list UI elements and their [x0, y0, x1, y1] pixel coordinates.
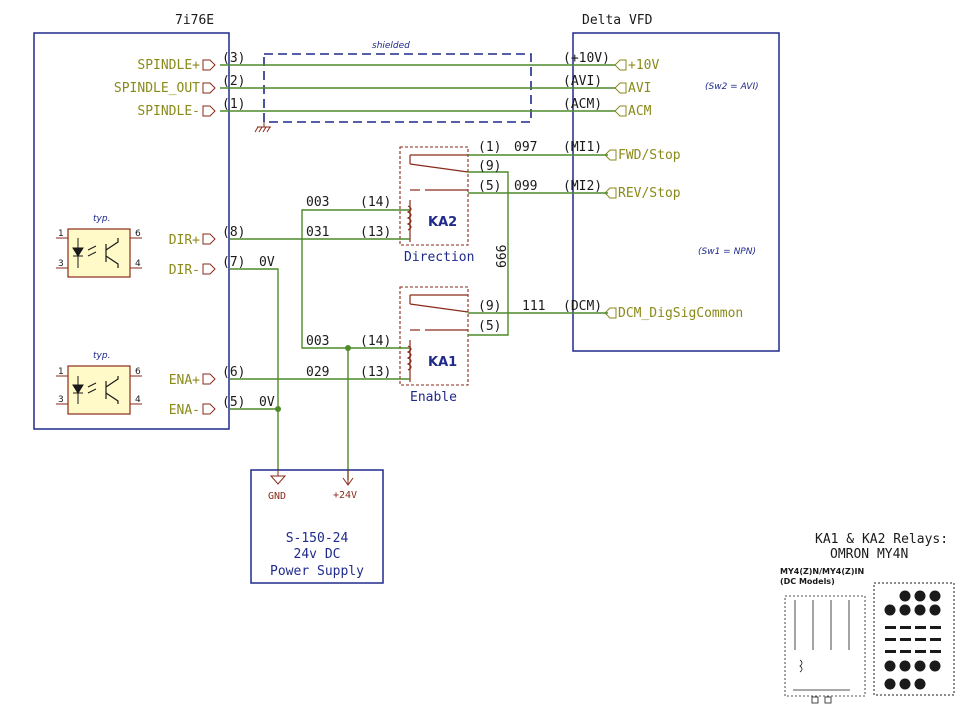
svg-text:(2): (2)	[222, 74, 245, 89]
svg-text:(5): (5)	[222, 395, 245, 410]
svg-text:(14): (14)	[360, 195, 391, 210]
svg-text:111: 111	[522, 299, 545, 314]
label-spindle-plus: SPINDLE+	[137, 58, 200, 73]
svg-text:0V: 0V	[259, 395, 275, 410]
vfd-note-sw2: (Sw2 = AVI)	[705, 82, 759, 92]
svg-text:(5): (5)	[478, 179, 501, 194]
svg-text:6: 6	[135, 367, 141, 377]
mesa-7i76e-box	[33, 32, 230, 430]
svg-text:031: 031	[306, 225, 329, 240]
relay-ka2-name: KA2	[428, 215, 457, 230]
net-labels: 097 099 003 031 003 029 111 666 0V 0V	[259, 140, 545, 410]
relay-ref-title-l1: KA1 & KA2 Relays:	[815, 532, 948, 547]
label-spindle-out: SPINDLE_OUT	[114, 81, 200, 96]
label-ena-minus: ENA-	[169, 403, 200, 418]
svg-text:(MI2): (MI2)	[563, 179, 602, 194]
relay-pin-numbers: (1) (9) (5) (14) (13) (9) (5) (14) (13)	[360, 140, 501, 380]
svg-text:3: 3	[58, 259, 64, 269]
svg-text:(3): (3)	[222, 51, 245, 66]
omron-model-l1: MY4(Z)N/MY4(Z)IN	[780, 567, 864, 576]
optocoupler-dir: typ. 1 3 6 4	[56, 214, 142, 278]
label-dir-minus: DIR-	[169, 263, 200, 278]
svg-text:1: 1	[58, 367, 64, 377]
relay-ka1: KA1 Enable	[399, 286, 469, 405]
svg-text:3: 3	[58, 395, 64, 405]
label-plus10v: +10V	[628, 58, 659, 73]
svg-text:(DCM): (DCM)	[563, 299, 602, 314]
svg-text:097: 097	[514, 140, 537, 155]
svg-text:(13): (13)	[360, 365, 391, 380]
psu-gnd-label: GND	[268, 491, 286, 502]
svg-text:typ.: typ.	[93, 351, 110, 361]
svg-text:(14): (14)	[360, 334, 391, 349]
relay-ka2-label: Direction	[404, 250, 474, 265]
relay-wiring	[229, 154, 608, 480]
label-dir-plus: DIR+	[169, 233, 200, 248]
vfd-right-labels: +10V AVI ACM FWD/Stop REV/Stop DCM_DigSi…	[604, 58, 743, 321]
svg-text:1: 1	[58, 229, 64, 239]
svg-text:666: 666	[495, 245, 510, 268]
svg-text:(ACM): (ACM)	[563, 97, 602, 112]
psu-title-l3: Power Supply	[270, 564, 364, 579]
svg-text:(+10V): (+10V)	[563, 51, 610, 66]
mesa-pin-numbers: (3) (2) (1) (8) (7) (6) (5)	[222, 51, 245, 410]
svg-text:(1): (1)	[222, 97, 245, 112]
optocoupler-ena: typ. 1 3 6 4	[56, 351, 142, 415]
svg-text:4: 4	[135, 259, 141, 269]
svg-text:(9): (9)	[478, 159, 501, 174]
relay-ka1-name: KA1	[428, 355, 457, 370]
delta-vfd-box	[572, 32, 780, 352]
psu-gnd-symbol-icon	[269, 470, 287, 485]
svg-text:6: 6	[135, 229, 141, 239]
label-avi: AVI	[628, 81, 651, 96]
label-ena-plus: ENA+	[169, 373, 200, 388]
svg-text:(7): (7)	[222, 255, 245, 270]
label-dcm: DCM_DigSigCommon	[618, 306, 743, 321]
mesa-title: 7i76E	[175, 13, 214, 28]
psu-24v-label: +24V	[333, 490, 357, 501]
svg-text:4: 4	[135, 395, 141, 405]
omron-internal-diagram-icon	[784, 595, 866, 704]
psu-title-l1: S-150-24	[286, 531, 349, 546]
psu-box	[250, 469, 384, 584]
svg-text:(9): (9)	[478, 299, 501, 314]
svg-text:(5): (5)	[478, 319, 501, 334]
svg-text:typ.: typ.	[93, 214, 110, 224]
psu-24v-arrow-icon	[342, 470, 354, 486]
label-fwd-stop: FWD/Stop	[618, 148, 681, 163]
svg-text:099: 099	[514, 179, 537, 194]
svg-text:(6): (6)	[222, 365, 245, 380]
svg-text:029: 029	[306, 365, 329, 380]
svg-text:(8): (8)	[222, 225, 245, 240]
label-rev-stop: REV/Stop	[618, 186, 681, 201]
svg-text:003: 003	[306, 195, 329, 210]
shield-label: shielded	[372, 41, 410, 51]
svg-text:(1): (1)	[478, 140, 501, 155]
svg-text:003: 003	[306, 334, 329, 349]
omron-model-l2: (DC Models)	[780, 577, 835, 586]
svg-text:0V: 0V	[259, 255, 275, 270]
relay-ka1-label: Enable	[410, 390, 457, 405]
psu-title-l2: 24v DC	[294, 547, 341, 562]
svg-text:(MI1): (MI1)	[563, 140, 602, 155]
vfd-pin-numbers: (+10V) (AVI) (ACM) (MI1) (MI2) (DCM)	[563, 51, 610, 314]
vfd-note-sw1: (Sw1 = NPN)	[698, 247, 756, 257]
svg-text:(AVI): (AVI)	[563, 74, 602, 89]
svg-text:(13): (13)	[360, 225, 391, 240]
relay-ka2: KA2 Direction	[399, 146, 474, 265]
vfd-title: Delta VFD	[582, 13, 653, 28]
label-spindle-minus: SPINDLE-	[137, 104, 200, 119]
spindle-wires	[220, 64, 616, 112]
chassis-ground-icon	[254, 122, 271, 133]
relay-ref-title-l2: OMRON MY4N	[830, 547, 908, 562]
omron-pinout-icon	[873, 582, 955, 696]
label-acm: ACM	[628, 104, 652, 119]
mesa-left-labels: SPINDLE+ SPINDLE_OUT SPINDLE- DIR+ DIR- …	[114, 58, 216, 418]
